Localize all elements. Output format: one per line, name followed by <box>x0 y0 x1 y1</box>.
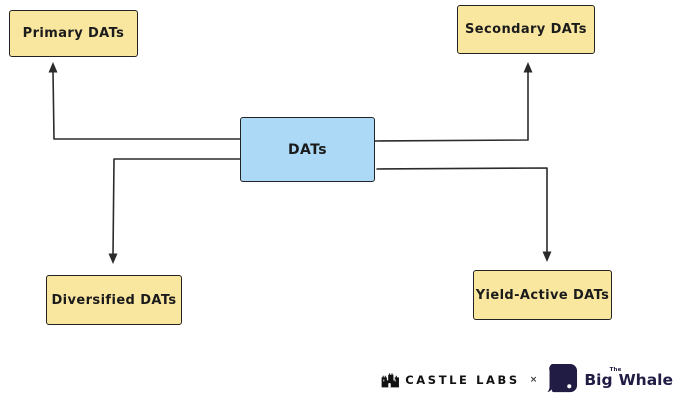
whale-icon <box>547 364 578 393</box>
arrow-yield-active <box>376 167 552 262</box>
arrow-secondary <box>374 62 533 142</box>
big-whale-the: The <box>609 366 622 373</box>
castle-labs-label: CASTLE LABS <box>405 372 520 387</box>
node-diversified-label: Diversified DATs <box>51 292 177 308</box>
castle-icon <box>381 373 400 388</box>
node-center-dats: DATs <box>240 117 375 182</box>
node-primary-dats: Primary DATs <box>9 10 138 57</box>
node-secondary-dats: Secondary DATs <box>457 5 595 54</box>
node-yield-active-label: Yield-Active DATs <box>475 287 610 303</box>
node-secondary-label: Secondary DATs <box>465 22 587 37</box>
node-diversified-dats: Diversified DATs <box>46 275 182 325</box>
big-whale-whale: Whale <box>618 370 673 389</box>
arrow-primary <box>48 62 241 140</box>
brand-separator: × <box>529 374 538 385</box>
castle-labs-logo: CASTLE LABS <box>379 369 520 390</box>
arrow-diversified <box>108 158 241 264</box>
node-yield-active-dats: Yield-Active DATs <box>473 270 612 320</box>
node-primary-label: Primary DATs <box>22 26 125 41</box>
node-center-label: DATs <box>288 141 327 158</box>
